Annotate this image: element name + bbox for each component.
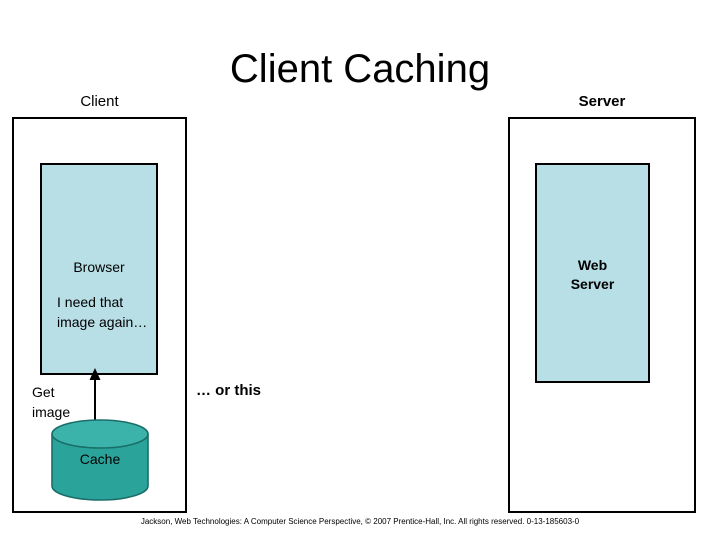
browser-label: Browser xyxy=(73,259,125,275)
web-server-label-line2: Server xyxy=(570,276,615,292)
browser-box xyxy=(40,163,158,375)
cache-cylinder-shape xyxy=(51,419,149,501)
page-title: Client Caching xyxy=(229,47,491,91)
web-server-box xyxy=(535,163,650,383)
cache-label: Cache xyxy=(79,451,121,467)
web-server-label: Web Server xyxy=(535,256,650,294)
web-server-label-line1: Web xyxy=(577,257,608,273)
server-caption: Server xyxy=(578,93,626,110)
or-this-annotation: … or this xyxy=(196,382,262,399)
get-image-label: Get image xyxy=(32,384,71,420)
browser-message-text: I need that image again… xyxy=(57,294,148,330)
client-caption: Client xyxy=(80,93,119,110)
footer-citation: Jackson, Web Technologies: A Computer Sc… xyxy=(140,517,580,526)
